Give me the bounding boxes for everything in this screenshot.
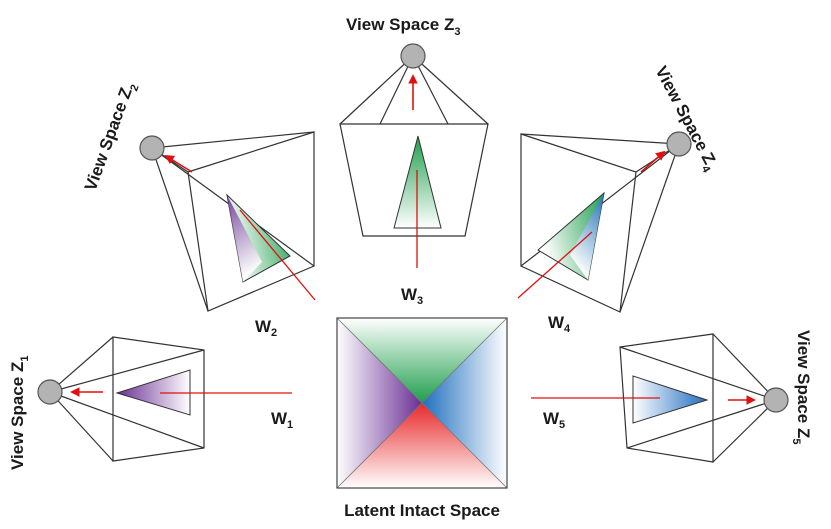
latent-intact-space-label: Latent Intact Space (344, 501, 500, 520)
view-2-label: View Space Z2 (81, 79, 142, 194)
view-2-camera-icon (139, 135, 165, 161)
view-2-frustum (139, 131, 316, 312)
view-4-frustum (517, 131, 692, 313)
latent-green-quadrant (337, 318, 507, 403)
weight-1-label: W1 (271, 409, 293, 431)
view-5-camera-icon (763, 387, 789, 413)
weight-4-label: W4 (548, 313, 571, 335)
latent-intact-square (336, 317, 508, 489)
view-4-camera-icon (666, 131, 692, 157)
view-3-label: View Space Z3 (346, 15, 460, 38)
view-1-camera-icon (37, 379, 63, 405)
view-3-frustum (339, 43, 489, 268)
view-5-triangle (632, 375, 709, 424)
view-5-label: View Space Z5 (790, 330, 813, 444)
latent-purple-quadrant (337, 318, 422, 488)
weight-3-label: W3 (401, 285, 423, 307)
view-5-frustum (531, 333, 789, 463)
latent-blue-quadrant (422, 318, 507, 488)
weight-5-label: W5 (543, 409, 565, 431)
view-1-frustum (37, 336, 292, 462)
weight-2-label: W2 (255, 317, 277, 339)
view-1-label: View Space Z1 (8, 356, 31, 470)
view-2-purple-triangle (227, 195, 262, 282)
view-3-camera-icon (400, 43, 426, 69)
latent-red-quadrant (337, 403, 507, 488)
